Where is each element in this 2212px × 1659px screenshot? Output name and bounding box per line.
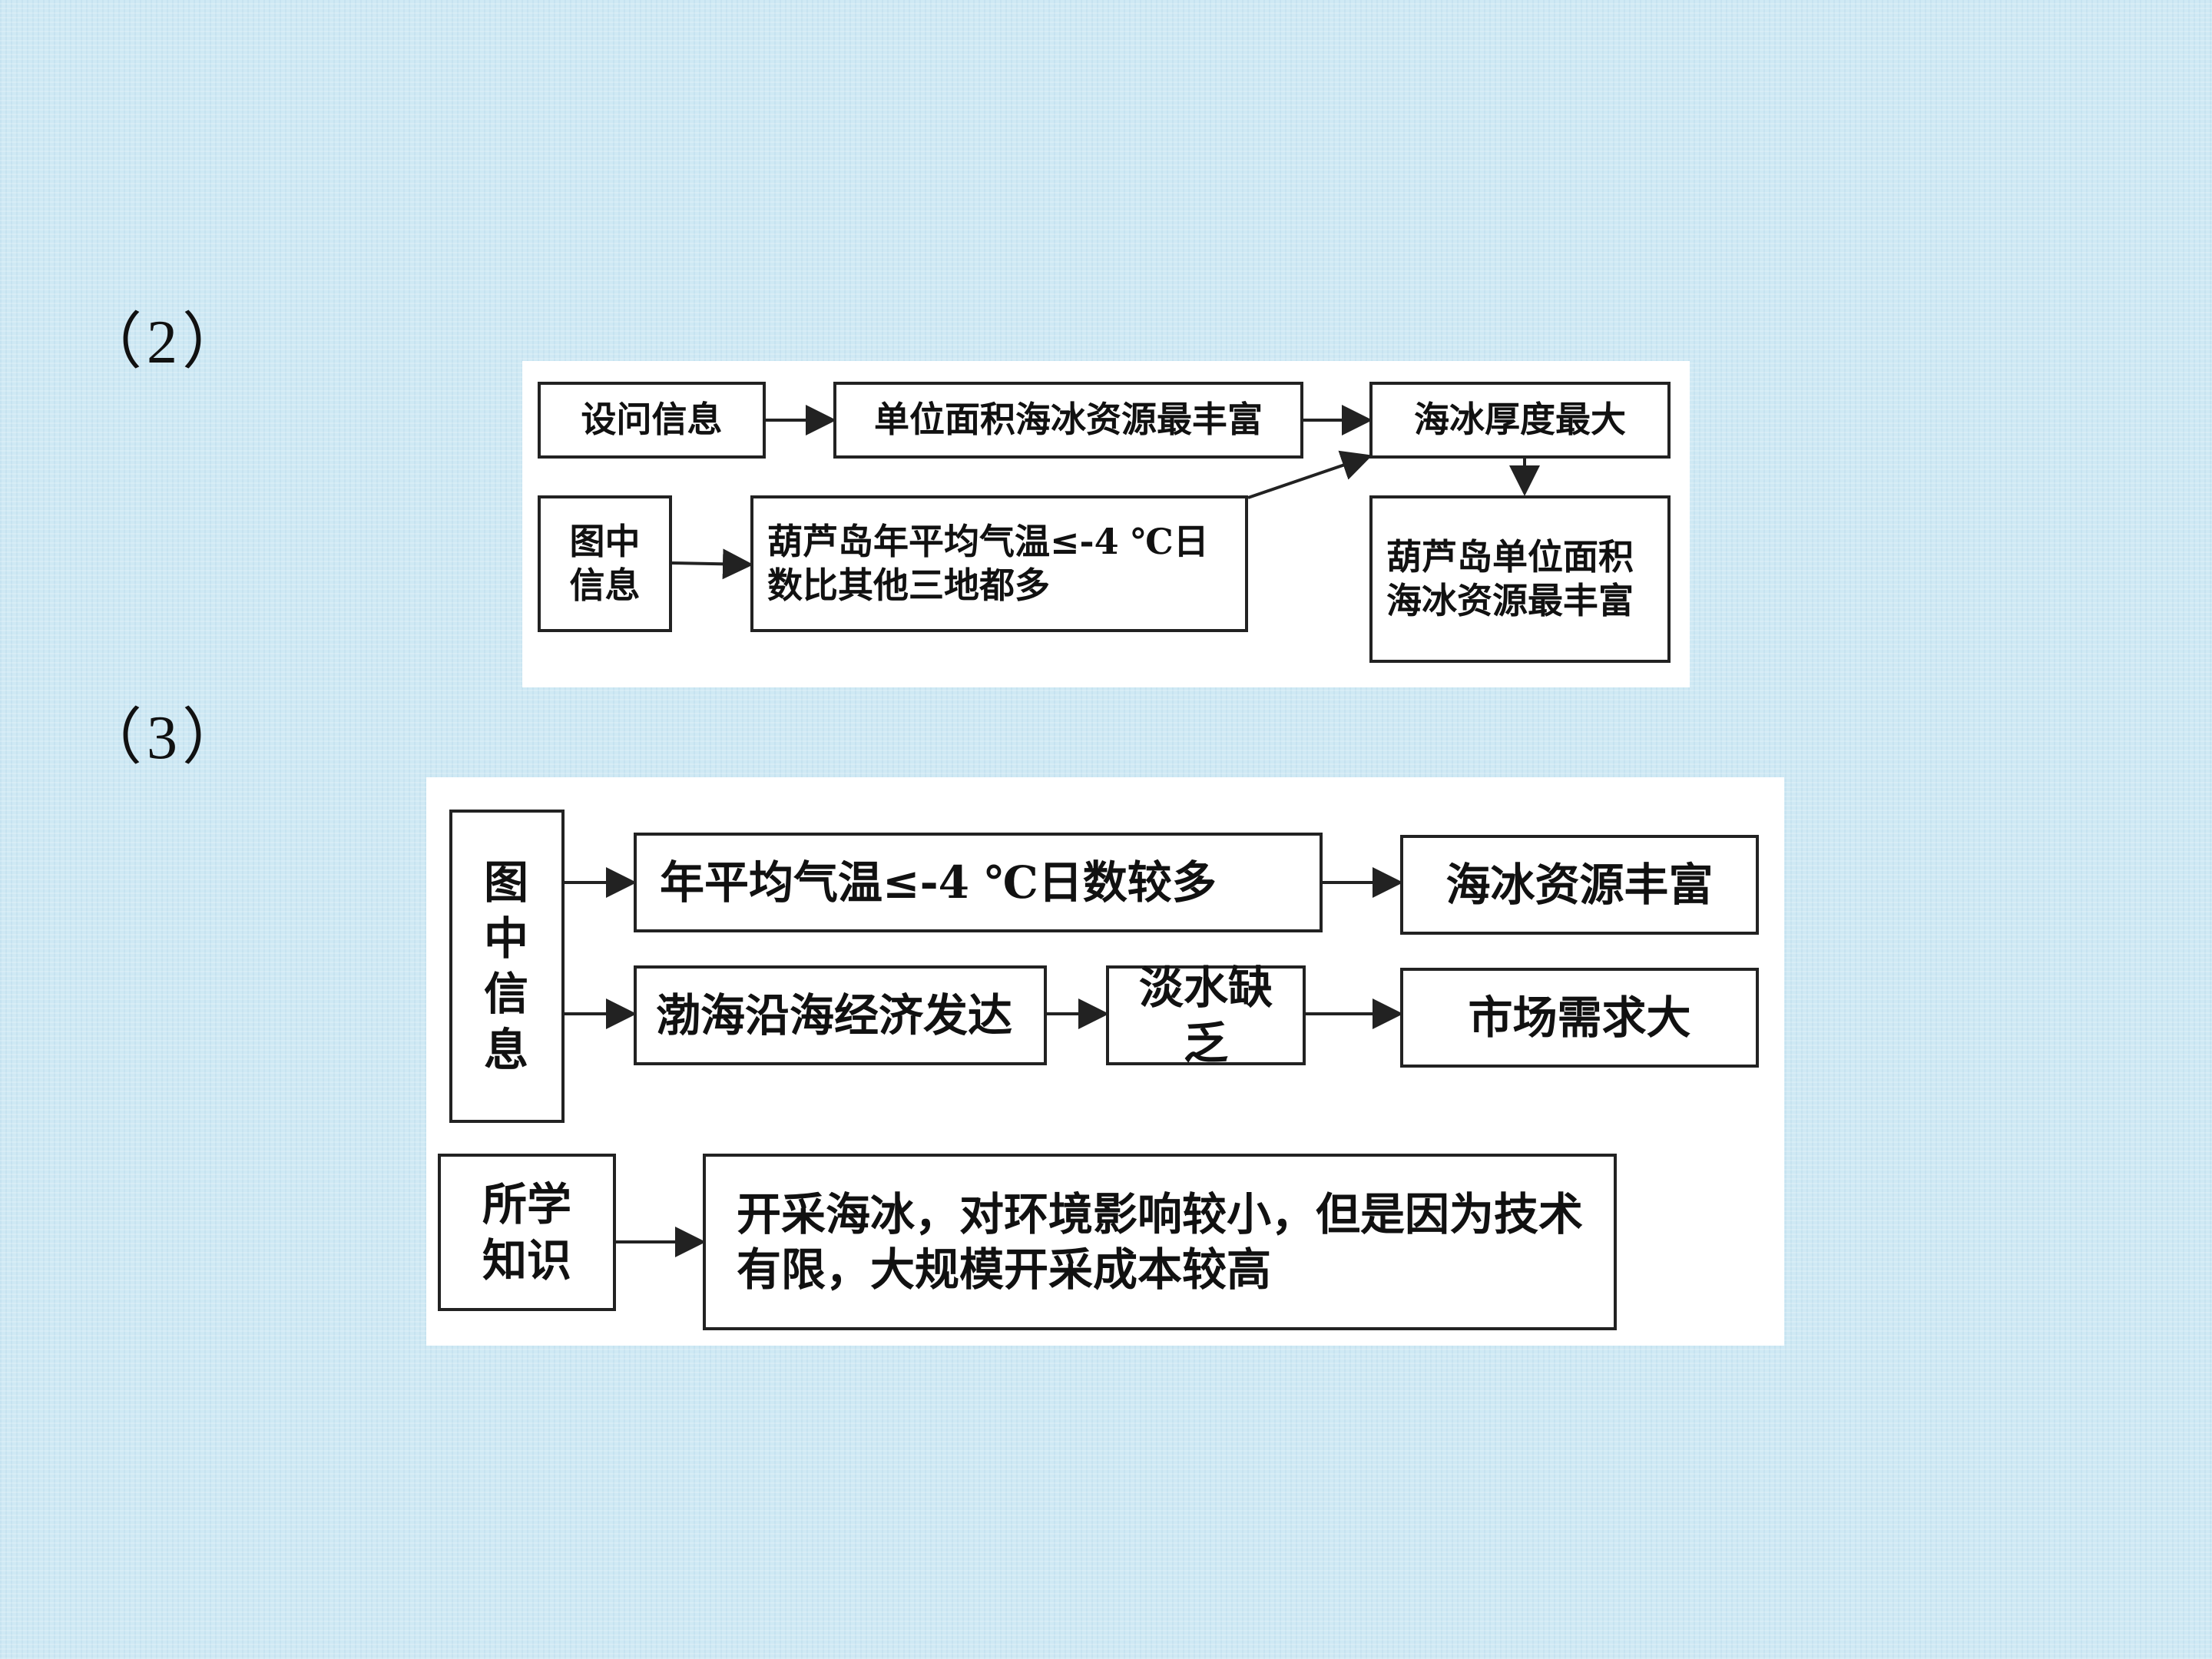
per-area-richest-box: 单位面积海冰资源最丰富 (833, 382, 1303, 459)
diagram-3-arrows (565, 867, 1403, 1257)
knowledge-box: 所学知识 (438, 1154, 616, 1311)
temp-days-box: 年平均气温≤-4 ℃日数较多 (634, 833, 1323, 932)
arrow-mapinfo-to-temp (671, 548, 753, 580)
section-3-label: （3） (81, 704, 248, 772)
conclusion-box: 葫芦岛单位面积海冰资源最丰富 (1369, 495, 1671, 663)
diagram-2-panel: 设问信息 单位面积海冰资源最丰富 海冰厚度最大 图中信息 葫芦岛年平均气温≤-4… (522, 361, 1690, 687)
question-info-box: 设问信息 (538, 382, 766, 459)
mining-box: 开采海冰，对环境影响较小，但是因为技术有限，大规模开采成本较高 (703, 1154, 1617, 1330)
map-info-box-3: 图中信息 (449, 810, 565, 1123)
map-info-box: 图中信息 (538, 495, 672, 632)
economy-box: 渤海沿海经济发达 (634, 965, 1047, 1065)
water-shortage-box: 淡水缺乏 (1106, 962, 1306, 1069)
demand-box: 市场需求大 (1400, 968, 1759, 1068)
diagram-3-panel: 图中信息 年平均气温≤-4 ℃日数较多 海冰资源丰富 渤海沿海经济发达 淡水缺乏… (426, 777, 1784, 1346)
arrow-temp-to-thickest (1247, 450, 1373, 499)
diagram-2-arrows (671, 405, 1540, 580)
ice-thickest-box: 海冰厚度最大 (1369, 382, 1671, 459)
huludao-temp-box: 葫芦岛年平均气温≤-4 ℃日数比其他三地都多 (750, 495, 1248, 632)
section-2-label: （2） (81, 309, 248, 376)
ice-rich-box: 海冰资源丰富 (1400, 835, 1759, 935)
